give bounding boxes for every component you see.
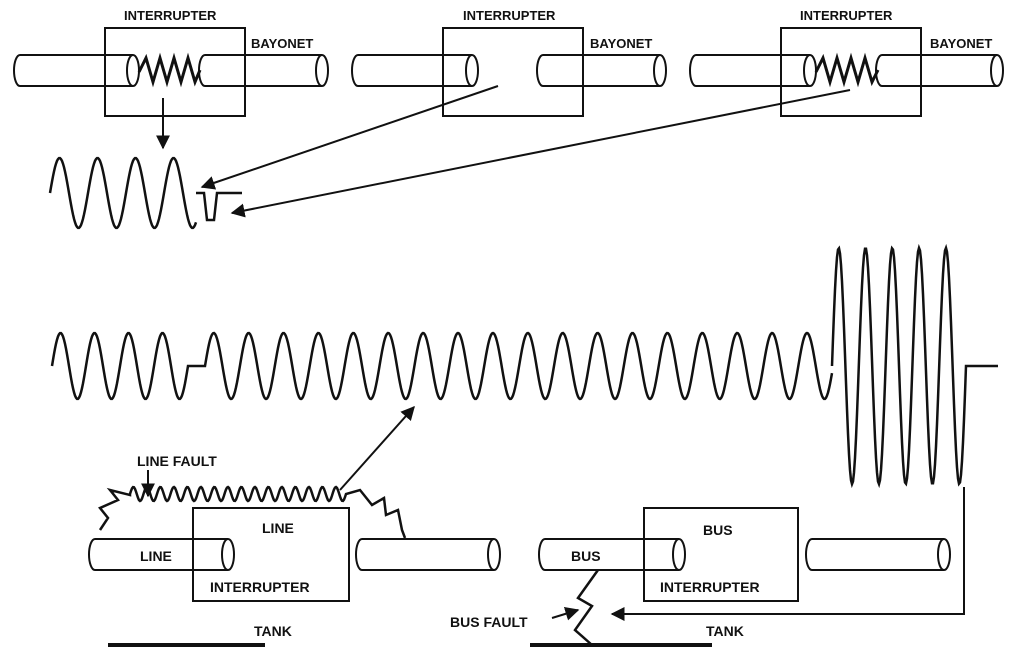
interrupter-box <box>780 27 922 117</box>
bus-contact-end <box>672 538 686 571</box>
interrupter-label-1: INTERRUPTER <box>124 8 217 23</box>
arrow-arc-to-waveform <box>339 405 415 491</box>
line-contact <box>88 538 228 571</box>
line-label: LINE <box>140 548 172 564</box>
bayonet-label-2: BAYONET <box>590 36 652 51</box>
line-right-contact-end <box>487 538 501 571</box>
line-contact-end <box>221 538 235 571</box>
bus-fault-label: BUS FAULT <box>450 614 528 630</box>
bus-interrupter-assembly <box>530 507 951 647</box>
interrupter-assembly-2 <box>351 27 667 117</box>
right-contact-end <box>315 54 329 87</box>
arrow-gap-to-wave <box>200 85 499 190</box>
left-contact <box>13 54 133 87</box>
arc-zigzag <box>814 52 880 88</box>
right-contact-end <box>653 54 667 87</box>
small-waveform-tail <box>196 191 242 222</box>
interrupter-box <box>442 27 584 117</box>
line-interrupter-box <box>192 507 350 602</box>
line-interrupter-label-top: LINE <box>262 520 294 536</box>
interrupter-label-2: INTERRUPTER <box>463 8 556 23</box>
left-contact-end <box>126 54 140 87</box>
left-contact-end <box>465 54 479 87</box>
bus-right-contact-end <box>937 538 951 571</box>
tank-label-right: TANK <box>706 623 744 639</box>
bus-contact <box>538 538 679 571</box>
line-interrupter-assembly <box>88 485 501 647</box>
interrupter-assembly-3 <box>689 27 1004 117</box>
left-contact <box>689 54 810 87</box>
left-contact <box>351 54 472 87</box>
bayonet-label-3: BAYONET <box>930 36 992 51</box>
line-right-contact <box>355 538 494 571</box>
line-interrupter-label: INTERRUPTER <box>210 579 310 595</box>
bus-fault-path <box>573 569 600 646</box>
line-fault-label: LINE FAULT <box>137 453 217 469</box>
bayonet-label-1: BAYONET <box>251 36 313 51</box>
right-contact <box>875 54 997 87</box>
right-contact <box>536 54 660 87</box>
bus-fault-feedback-line <box>610 487 965 621</box>
right-contact-end <box>990 54 1004 87</box>
bus-right-contact <box>805 538 944 571</box>
right-contact <box>198 54 322 87</box>
bus-label: BUS <box>571 548 601 564</box>
line-fault-arc <box>98 485 407 539</box>
bus-interrupter-label: INTERRUPTER <box>660 579 760 595</box>
labels: INTERRUPTER BAYONET INTERRUPTER BAYONET … <box>124 8 992 639</box>
interrupter-assembly-1 <box>13 27 329 117</box>
arc-zigzag <box>137 52 202 88</box>
arrow-rearc-to-wave <box>230 89 851 218</box>
long-waveform <box>50 331 834 401</box>
bus-interrupter-label-top: BUS <box>703 522 733 538</box>
interrupter-label-3: INTERRUPTER <box>800 8 893 23</box>
bus-interrupter-box <box>643 507 799 602</box>
small-waveform <box>48 156 198 230</box>
interrupter-box <box>104 27 246 117</box>
left-contact-end <box>803 54 817 87</box>
bus-fault-burst-waveform <box>830 243 998 489</box>
arrow-bus-fault-label <box>551 607 580 621</box>
tank-label-left: TANK <box>254 623 292 639</box>
